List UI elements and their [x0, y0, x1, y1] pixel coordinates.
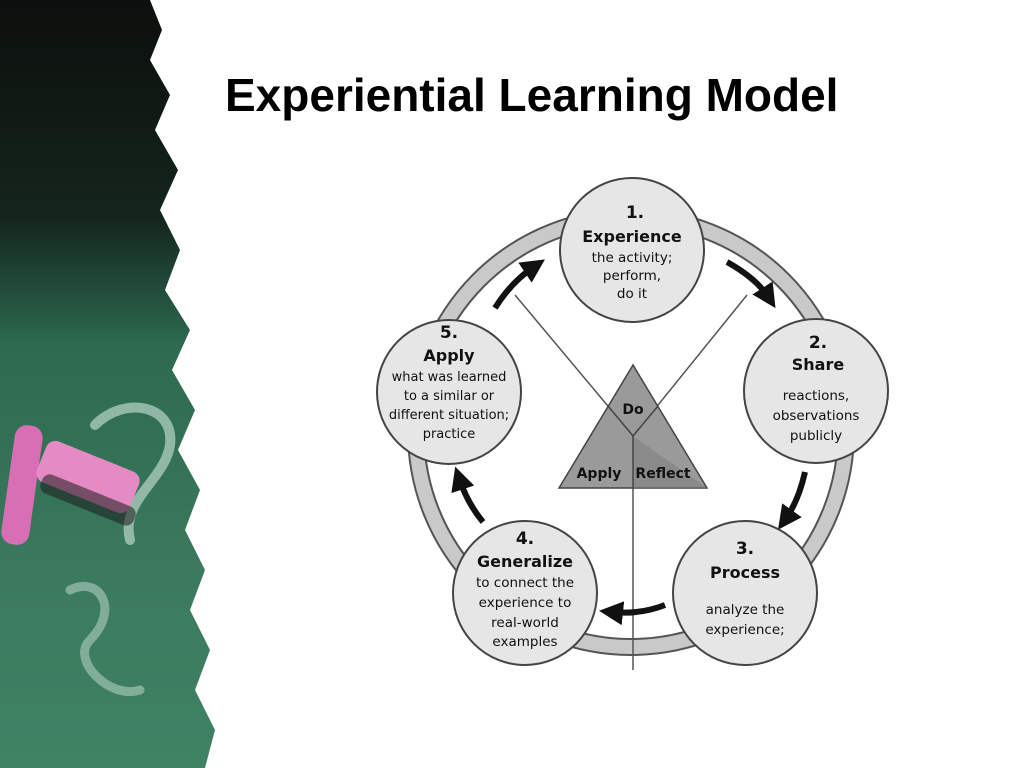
triangle-label-reflect: Reflect — [635, 466, 690, 482]
slide-title: Experiential Learning Model — [225, 69, 839, 121]
cycle-arrow-icon — [725, 259, 776, 309]
node-description-line: reactions, — [783, 388, 849, 404]
node-title: Apply — [423, 346, 475, 365]
experiential-learning-cycle: Do Apply Reflect 1. Experience the activ… — [376, 177, 889, 670]
node-generalize: 4. Generalize to connect the experience … — [452, 520, 598, 666]
node-share: 2. Share reactions, observations publicl… — [743, 318, 889, 464]
node-apply: 5. Apply what was learned to a similar o… — [376, 319, 522, 465]
node-description-line: publicly — [790, 428, 842, 444]
node-description-line: practice — [423, 427, 476, 442]
node-number: 1. — [626, 203, 644, 223]
node-description-line: to connect the — [476, 575, 574, 591]
node-description-line: different situation; — [389, 408, 509, 423]
triangle-label-do: Do — [622, 402, 644, 418]
node-description-line: to a similar or — [404, 389, 495, 404]
node-description-line: examples — [492, 634, 557, 650]
node-experience: 1. Experience the activity; perform, do … — [559, 177, 705, 323]
cycle-arrow-icon — [492, 259, 545, 310]
cycle-arrows — [451, 259, 808, 626]
node-description-line: perform, — [603, 268, 661, 284]
chalk-scribble — [90, 402, 176, 545]
node-title: Process — [710, 563, 780, 582]
node-title: Share — [792, 355, 845, 374]
node-description-line: real-world — [491, 615, 559, 631]
node-number: 3. — [736, 539, 754, 559]
node-number: 2. — [809, 333, 827, 353]
node-number: 5. — [440, 323, 458, 343]
cycle-arrow-icon — [599, 601, 667, 626]
node-description-line: do it — [617, 286, 647, 302]
node-title: Generalize — [477, 552, 573, 571]
chalkboard-edge — [0, 0, 215, 768]
node-description-line: observations — [773, 408, 860, 424]
node-description-line: experience; — [705, 622, 784, 638]
node-description-line: what was learned — [392, 370, 507, 385]
chalkboard-image — [0, 0, 215, 768]
node-description-line: experience to — [479, 595, 572, 611]
pink-chalk-icon — [1, 425, 140, 545]
cycle-arrow-icon — [451, 466, 486, 524]
cycle-arrow-icon — [778, 471, 808, 530]
node-title: Experience — [582, 227, 682, 246]
node-description-line: the activity; — [592, 250, 673, 266]
triangle-label-apply: Apply — [577, 466, 622, 482]
node-number: 4. — [516, 529, 534, 549]
chalk-scribble — [65, 581, 145, 697]
node-process: 3. Process analyze the experience; — [672, 520, 818, 666]
center-triangle: Do Apply Reflect — [557, 363, 709, 489]
node-description-line: analyze the — [706, 602, 785, 618]
